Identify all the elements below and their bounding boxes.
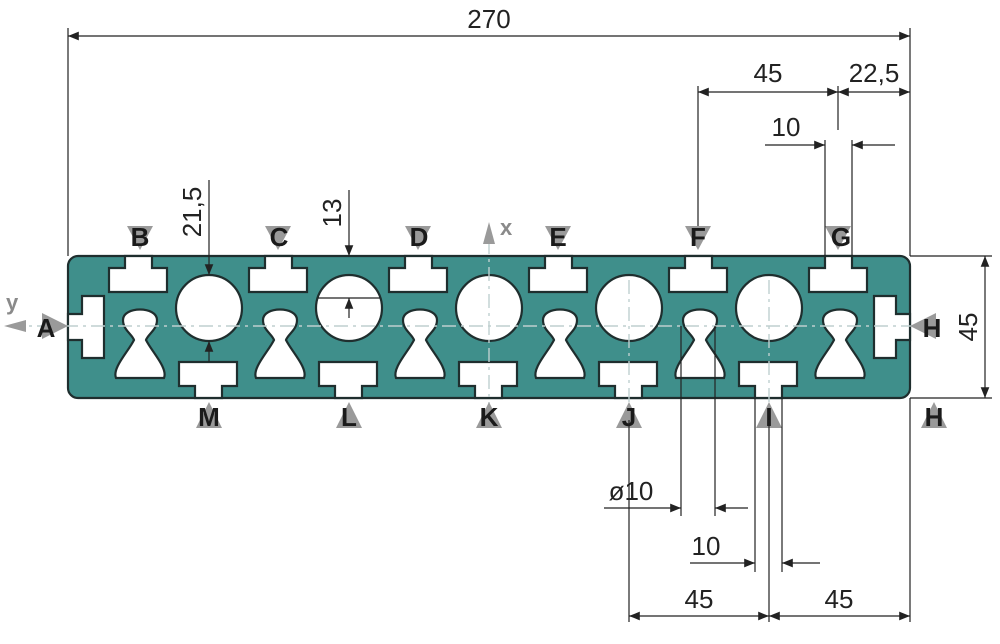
bore-1 [174, 273, 244, 343]
top-slot-g [807, 254, 869, 294]
slot-label-c: C [270, 222, 289, 252]
slot-label-k: K [480, 402, 499, 432]
dim-height: 45 [953, 313, 983, 342]
marker-d-icon [405, 226, 431, 250]
slot-label-h-bottom: H [925, 402, 944, 432]
top-slot-f [667, 254, 729, 294]
dim-slot-width-top: 10 [772, 112, 801, 142]
cavity-4 [534, 308, 586, 380]
marker-g-icon [825, 226, 851, 250]
slot-label-i: I [765, 402, 772, 432]
y-axis-arrow-icon [4, 320, 26, 332]
slot-label-e: E [549, 222, 566, 252]
marker-j-icon [616, 402, 642, 428]
center-lines [10, 240, 930, 420]
left-slot-a [66, 294, 106, 360]
top-slot-b [107, 254, 169, 294]
top-slots [107, 254, 869, 294]
slot-label-j: J [622, 402, 636, 432]
right-slot-h [872, 294, 912, 360]
dim-bore-diameter: ø10 [609, 476, 654, 506]
slot-label-f: F [690, 222, 706, 252]
slot-label-a: A [37, 313, 56, 343]
y-axis-label: y [6, 290, 19, 315]
x-axis-label: x [500, 215, 513, 240]
dim-pitch-top: 45 [754, 58, 783, 88]
dim-overall-width: 270 [467, 4, 510, 34]
slot-label-b: B [131, 222, 150, 252]
marker-h-right-icon [910, 313, 936, 339]
slot-label-l: L [341, 402, 357, 432]
coordinate-axes: x y [4, 215, 513, 332]
bottom-slot-j [597, 360, 659, 400]
bottom-slot-i [737, 360, 799, 400]
slot-label-d: D [410, 222, 429, 252]
marker-i-icon [756, 402, 782, 428]
dim-edge-offset: 22,5 [849, 58, 900, 88]
bottom-slot-m [177, 360, 239, 400]
marker-f-icon [685, 226, 711, 250]
slot-label-g: G [831, 222, 851, 252]
slot-label-m: M [198, 402, 220, 432]
marker-e-icon [545, 226, 571, 250]
top-slot-e [527, 254, 589, 294]
dimensions: 270 45 22,5 10 21,5 13 45 ø10 [67, 4, 992, 622]
marker-b-icon [127, 226, 153, 250]
slot-label-h-right: H [923, 313, 942, 343]
dim-pitch-bottom-right: 45 [825, 584, 854, 614]
marker-m-icon [196, 402, 222, 428]
bottom-slot-k [457, 360, 519, 400]
top-slot-d [387, 254, 449, 294]
dim-pitch-bottom-left: 45 [685, 584, 714, 614]
bottom-slots [177, 360, 799, 400]
dim-hole-height: 13 [317, 199, 347, 228]
dim-hole-offset: 21,5 [177, 187, 207, 238]
marker-l-icon [336, 402, 362, 428]
marker-k-icon [476, 402, 502, 428]
slot-markers: B C D E F G M L K J I H A H [37, 222, 947, 432]
marker-h-bottom-icon [921, 402, 947, 428]
bottom-slot-l [317, 360, 379, 400]
marker-c-icon [265, 226, 291, 250]
x-axis-arrow-icon [483, 222, 495, 244]
marker-a-icon [42, 313, 68, 339]
top-slot-c [247, 254, 309, 294]
dim-slot-width-bottom: 10 [692, 531, 721, 561]
